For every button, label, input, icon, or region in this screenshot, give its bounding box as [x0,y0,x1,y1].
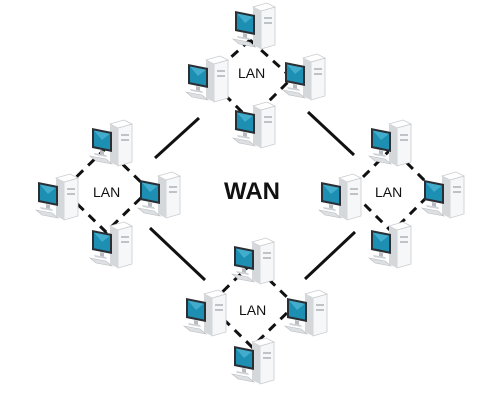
wan-label: WAN [224,178,280,205]
lan-bottom: LAN [183,237,328,385]
lan-label-right: LAN [375,184,402,200]
wan-links [148,110,357,282]
desktop-computer-icon [231,237,275,285]
wan-link-left-bottom [148,226,207,282]
desktop-computer-icon [421,171,465,219]
desktop-computer-icon [35,173,79,221]
lan-top: LAN [185,2,326,149]
lan-label-top: LAN [238,65,265,81]
desktop-computer-icon [284,289,328,337]
lan-label-left: LAN [93,184,120,200]
wan-link-top-right [306,110,356,157]
desktop-computer-icon [231,337,275,385]
lan-right: LAN [318,119,465,269]
lan-label-bottom: LAN [239,302,266,318]
desktop-computer-icon [368,119,412,167]
desktop-computer-icon [232,2,276,50]
wan-link-top-left [153,116,201,160]
desktop-computer-icon [282,53,326,101]
desktop-computer-icon [183,289,227,337]
desktop-computer-icon [137,171,181,219]
desktop-computer-icon [318,173,362,221]
desktop-computer-icon [185,55,229,103]
desktop-computer-icon [89,119,133,167]
desktop-computer-icon [89,221,133,269]
wan-link-right-bottom [303,230,357,281]
lan-left: LAN [35,119,181,269]
desktop-computer-icon [368,221,412,269]
